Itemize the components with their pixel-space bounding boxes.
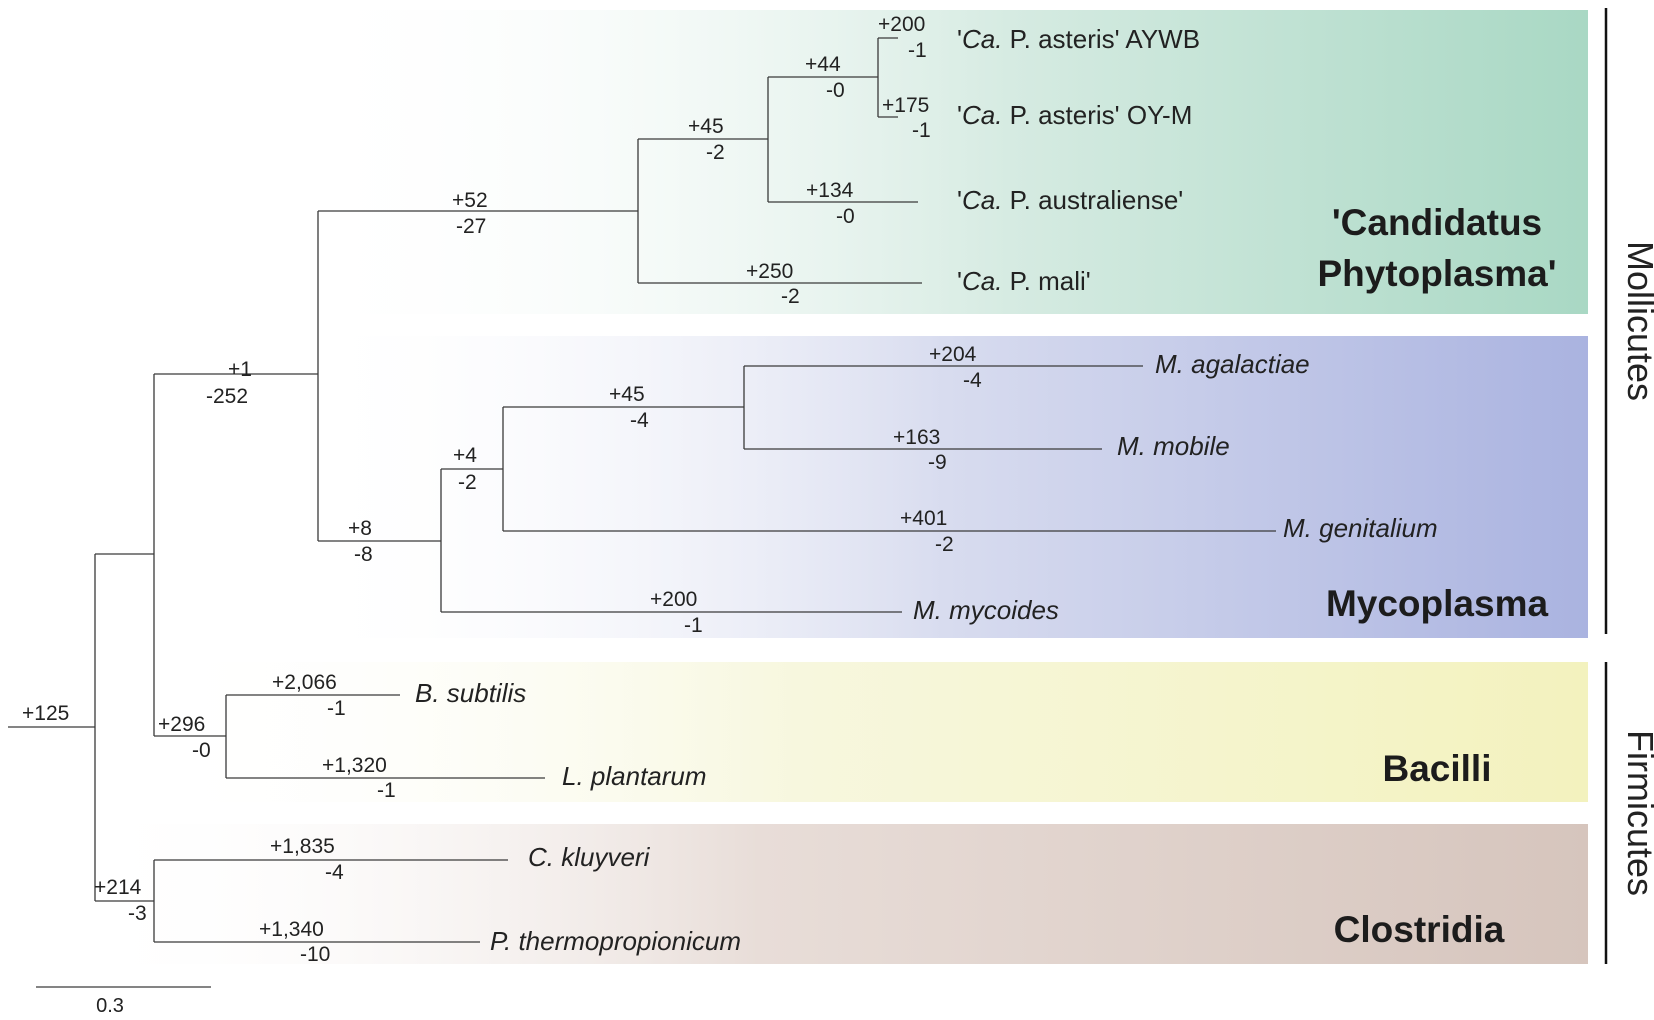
taxon-mobile: M. mobile	[1117, 431, 1230, 461]
branches	[8, 37, 1276, 943]
mycoplasma-label: Mycoplasma	[1326, 583, 1549, 624]
myco-root-loss: -8	[354, 543, 373, 566]
aga-mob-gain: +45	[609, 383, 645, 406]
side-brackets: Mollicutes Firmicutes	[1604, 8, 1654, 964]
aywb-loss: -1	[908, 39, 927, 62]
taxon-genitalium: M. genitalium	[1283, 513, 1438, 543]
phyto-inner-loss: -2	[706, 141, 725, 164]
taxon-subtilis: B. subtilis	[415, 678, 526, 708]
subtilis-gain: +2,066	[272, 671, 337, 694]
oym-loss: -1	[912, 119, 931, 142]
subtilis-loss: -1	[327, 697, 346, 720]
thermo-loss: -10	[300, 943, 330, 966]
taxon-aywb: 'Ca. P. asteris' AYWB	[957, 24, 1200, 54]
myco-root-gain: +8	[348, 517, 372, 540]
taxon-agalactiae: M. agalactiae	[1155, 349, 1310, 379]
scale-bar-label: 0.3	[96, 995, 124, 1017]
taxon-thermo: P. thermopropionicum	[490, 926, 741, 956]
phyto-inner-gain: +45	[688, 115, 724, 138]
bacilli-loss: -0	[192, 739, 211, 762]
asteris-loss: -0	[826, 79, 845, 102]
myco-inner-loss: -2	[458, 471, 477, 494]
mycoplasma-band	[300, 336, 1588, 638]
thermo-gain: +1,340	[259, 918, 324, 941]
genitalium-gain: +401	[900, 507, 947, 530]
scale-bar: 0.3	[36, 986, 211, 1017]
taxon-mycoides: M. mycoides	[913, 595, 1059, 625]
phytoplasma-label-line1: 'Candidatus	[1332, 202, 1542, 243]
plantarum-gain: +1,320	[322, 754, 387, 777]
aga-mob-loss: -4	[630, 409, 649, 432]
mollicutes-bacilli-loss: -252	[206, 385, 248, 408]
genitalium-loss: -2	[935, 533, 954, 556]
australiense-loss: -0	[836, 205, 855, 228]
taxon-oym: 'Ca. P. asteris' OY-M	[957, 100, 1192, 130]
agalactiae-loss: -4	[963, 369, 982, 392]
bacilli-gain: +296	[158, 713, 205, 736]
australiense-gain: +134	[806, 179, 854, 202]
plantarum-loss: -1	[377, 779, 396, 802]
clostridia-label: Clostridia	[1334, 909, 1505, 950]
mali-gain: +250	[746, 260, 793, 283]
mobile-loss: -9	[928, 451, 947, 474]
taxon-kluyveri: C. kluyveri	[528, 842, 651, 872]
taxa-labels: 'Ca. P. asteris' AYWB 'Ca. P. asteris' O…	[415, 24, 1438, 956]
mollicutes-loss: -27	[456, 215, 486, 238]
kluyveri-loss: -4	[325, 861, 344, 884]
kluyveri-gain: +1,835	[270, 835, 335, 858]
mollicutes-gain: +52	[452, 189, 488, 212]
asteris-gain: +44	[805, 53, 841, 76]
phytoplasma-band	[300, 10, 1588, 314]
branch-labels: +125 +1 -252 +52 -27 +45 -2 +44 -0 +200 …	[22, 13, 982, 966]
mycoides-loss: -1	[684, 614, 703, 637]
aywb-gain: +200	[878, 13, 925, 36]
clostridia-gain: +214	[94, 876, 142, 899]
group-labels: 'Candidatus Phytoplasma' Mycoplasma Baci…	[1317, 202, 1556, 950]
oym-gain: +175	[882, 94, 929, 117]
mobile-gain: +163	[893, 426, 940, 449]
mollicutes-bacilli-gain: +1	[228, 358, 252, 381]
taxon-mali: 'Ca. P. mali'	[957, 266, 1091, 296]
clostridia-band	[80, 824, 1588, 964]
root-gain: +125	[22, 702, 69, 725]
mollicutes-label: Mollicutes	[1620, 241, 1654, 401]
myco-inner-gain: +4	[453, 444, 477, 467]
taxon-plantarum: L. plantarum	[562, 761, 707, 791]
bacilli-band	[150, 662, 1588, 802]
mycoides-gain: +200	[650, 588, 697, 611]
mali-loss: -2	[781, 285, 800, 308]
agalactiae-gain: +204	[929, 343, 977, 366]
bacilli-label: Bacilli	[1383, 748, 1492, 789]
phytoplasma-label-line2: Phytoplasma'	[1317, 253, 1556, 294]
firmicutes-label: Firmicutes	[1620, 730, 1654, 896]
taxon-australiense: 'Ca. P. australiense'	[957, 185, 1183, 215]
clostridia-loss: -3	[128, 902, 147, 925]
